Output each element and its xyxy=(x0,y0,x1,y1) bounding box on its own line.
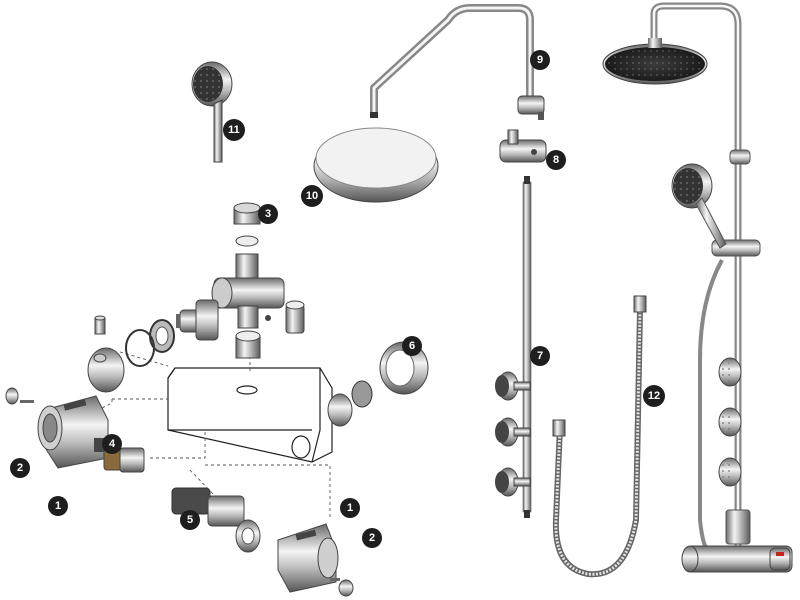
part-side-connector xyxy=(285,300,305,334)
part-body-jets xyxy=(495,371,531,497)
assembled-body-jets xyxy=(718,357,742,487)
svg-text:3: 3 xyxy=(265,208,271,220)
hot-indicator xyxy=(776,552,784,556)
part-cap-knob xyxy=(87,315,125,393)
part-tee-body xyxy=(211,253,285,329)
part-screw-cap-left xyxy=(5,387,34,405)
part-slide-bracket xyxy=(499,129,547,163)
svg-text:5: 5 xyxy=(187,514,193,526)
part-riser-rail xyxy=(522,176,532,518)
svg-text:7: 7 xyxy=(537,350,543,362)
part-diverter-cartridge xyxy=(171,487,261,553)
part-shower-hose xyxy=(552,295,647,578)
part-left-cartridge xyxy=(176,299,219,341)
part-screw-cap-right xyxy=(330,578,354,597)
part-left-handle-sleeve xyxy=(37,395,109,469)
callout-9: 9 xyxy=(530,50,550,70)
callout-1b: 1 xyxy=(340,498,360,518)
svg-text:1: 1 xyxy=(55,500,61,512)
svg-text:1: 1 xyxy=(347,502,353,514)
part-right-handle-sleeve xyxy=(277,523,339,593)
part-left-rings xyxy=(125,319,175,367)
valve-body-line-drawing xyxy=(167,367,333,463)
part-overhead-arm xyxy=(370,4,534,118)
svg-text:2: 2 xyxy=(369,532,375,544)
callout-1a: 1 xyxy=(48,496,68,516)
svg-text:10: 10 xyxy=(306,190,318,202)
callout-7: 7 xyxy=(530,346,550,366)
part-top-nut xyxy=(233,202,261,247)
part-lower-connector xyxy=(235,330,261,359)
callout-6: 6 xyxy=(402,336,422,356)
part-overhead-head xyxy=(313,127,439,203)
svg-text:8: 8 xyxy=(553,154,559,166)
callout-3: 3 xyxy=(258,204,278,224)
part-right-rings xyxy=(327,380,373,427)
part-hand-shower xyxy=(191,61,233,163)
callout-5: 5 xyxy=(180,510,200,530)
svg-text:11: 11 xyxy=(228,124,240,136)
callout-2b: 2 xyxy=(362,528,382,548)
svg-text:4: 4 xyxy=(109,438,116,450)
callout-12: 12 xyxy=(643,385,665,407)
svg-text:6: 6 xyxy=(409,340,415,352)
part-bracket-top xyxy=(517,95,545,120)
part-thermostatic-cartridge xyxy=(94,438,145,473)
svg-text:12: 12 xyxy=(648,390,660,402)
callout-8: 8 xyxy=(546,150,566,170)
svg-text:9: 9 xyxy=(537,54,543,66)
assembled-shower-system xyxy=(602,2,793,573)
callout-4: 4 xyxy=(102,434,122,454)
callout-11: 11 xyxy=(223,119,245,141)
callout-10: 10 xyxy=(301,185,323,207)
svg-text:2: 2 xyxy=(17,462,23,474)
callout-2a: 2 xyxy=(10,458,30,478)
